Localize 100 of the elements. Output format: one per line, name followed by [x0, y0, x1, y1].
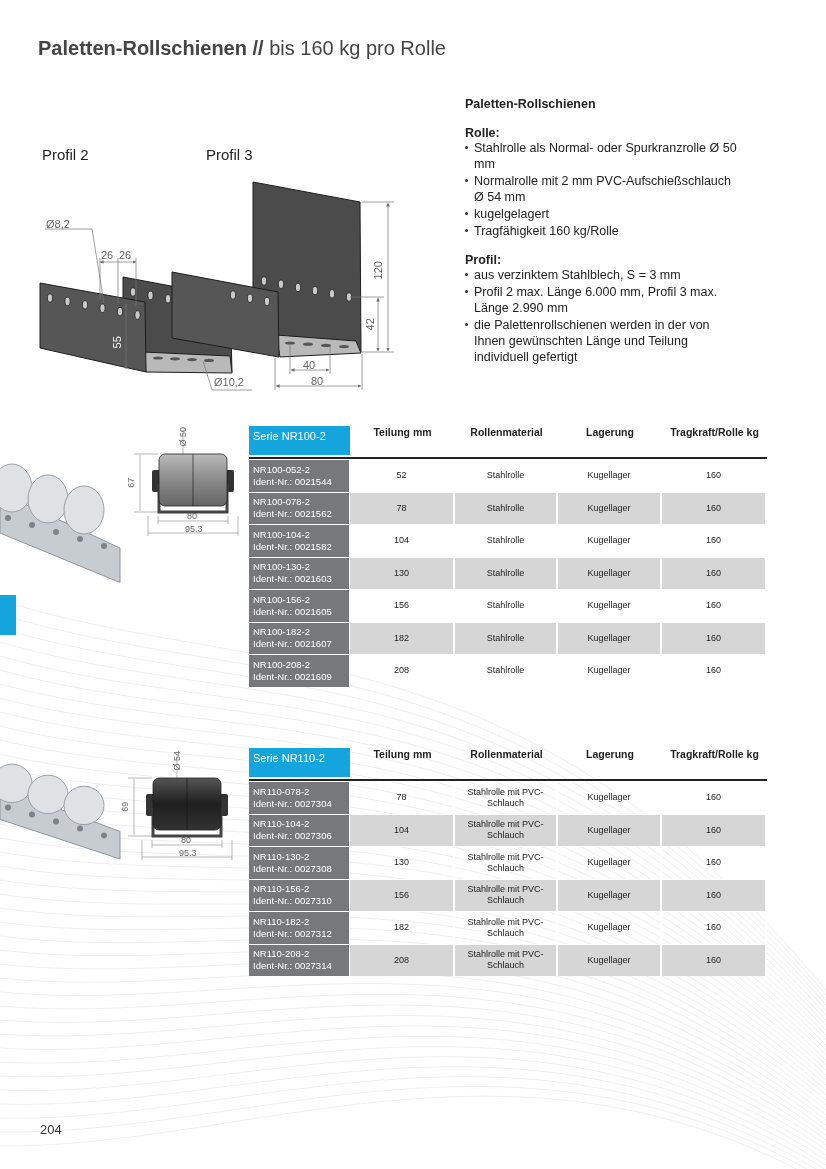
profile-label: Profil 2	[42, 145, 89, 165]
ident-number: Ident-Nr.: 0021582	[253, 540, 333, 553]
table-cell: 182	[350, 622, 455, 654]
table-cell: 104	[350, 814, 455, 846]
table-cell: 160	[662, 782, 767, 814]
ident-number: Ident-Nr.: 0021605	[253, 605, 333, 618]
article-number: NR110-104-2	[253, 818, 311, 831]
article-number: NR100-078-2	[253, 496, 312, 509]
ident-number: Ident-Nr.: 0021603	[253, 573, 333, 586]
bullet-text: die Palettenrollschienen werden in der von Ihnen gewünschten Länge und Teilung individuell gefertigt	[474, 317, 711, 365]
table-cell: 208	[350, 944, 455, 976]
column-header: Lagerung	[585, 748, 635, 762]
table-cell: 78	[350, 492, 455, 524]
dimension-label: Ø 50	[177, 427, 189, 447]
table-cell: Stahlrolle	[455, 525, 558, 557]
table-cell: 160	[662, 460, 767, 492]
table-cell: Stahlrolle mit PVC-Schlauch	[455, 782, 558, 814]
dimension-label: 80	[187, 510, 197, 523]
dimension-label: Ø8,2	[46, 217, 70, 232]
table-cell: Kugellager	[558, 782, 662, 814]
article-number: NR100-208-2	[253, 658, 312, 671]
table-cell: Kugellager	[558, 590, 662, 622]
column-header: Tragkraft/Rolle kg	[669, 748, 760, 762]
column-header: Rollenmaterial	[469, 426, 544, 440]
table-cell: Kugellager	[558, 912, 662, 944]
table-cell: Kugellager	[558, 557, 662, 589]
table-cell: 130	[350, 557, 455, 589]
ident-number: Ident-Nr.: 0027308	[253, 862, 333, 875]
dimension-label: Ø 54	[171, 751, 183, 771]
article-number: NR110-078-2	[253, 785, 311, 798]
bullet-text: Stahlrolle als Normal- oder Spurkranzrolle Ø 50 mm	[474, 140, 737, 172]
page-number: 204	[40, 1121, 62, 1139]
ident-number: Ident-Nr.: 0027312	[253, 927, 333, 940]
table-cell: 160	[662, 655, 767, 687]
dimension-label: 42	[362, 318, 377, 331]
dimension-label: Ø10,2	[214, 375, 244, 390]
ident-number: Ident-Nr.: 0027306	[253, 830, 333, 843]
spec-heading: Profil:	[465, 252, 502, 269]
ident-number: Ident-Nr.: 0027314	[253, 960, 333, 973]
table-cell: Kugellager	[558, 879, 662, 911]
table-cell: 156	[350, 879, 455, 911]
article-number: NR110-156-2	[253, 883, 311, 896]
ident-number: Ident-Nr.: 0021609	[253, 670, 333, 683]
article-number: NR110-182-2	[253, 915, 311, 928]
series-header: Serie NR110-2	[249, 748, 350, 777]
table-cell: 208	[350, 655, 455, 687]
ident-number: Ident-Nr.: 0027304	[253, 797, 333, 810]
table-cell: Kugellager	[558, 814, 662, 846]
table-cell: Stahlrolle	[455, 622, 558, 654]
table-cell: 160	[662, 525, 767, 557]
dimension-label: 40	[303, 358, 316, 373]
table-cell: 78	[350, 782, 455, 814]
table-cell: 160	[662, 492, 767, 524]
article-number: NR100-156-2	[253, 593, 312, 606]
dimension-label: 26	[101, 248, 114, 263]
table-cell: Stahlrolle	[455, 460, 558, 492]
series-header: Serie NR100-2	[249, 426, 350, 455]
table-cell: Kugellager	[558, 492, 662, 524]
dimension-label: 95.3	[185, 523, 203, 536]
table-cell: 160	[662, 944, 767, 976]
table-cell: Stahlrolle	[455, 655, 558, 687]
table-cell: 160	[662, 814, 767, 846]
article-number: NR100-104-2	[253, 528, 312, 541]
table-cell: 160	[662, 912, 767, 944]
dimension-label: 95.3	[179, 847, 197, 860]
table-cell: 182	[350, 912, 455, 944]
table-cell: 160	[662, 590, 767, 622]
table-cell: Stahlrolle mit PVC-Schlauch	[455, 944, 558, 976]
article-number: NR110-208-2	[253, 948, 311, 961]
dimension-label: 120	[370, 261, 385, 280]
table-cell: Stahlrolle	[455, 590, 558, 622]
dimension-label: 67	[125, 477, 138, 488]
bullet-text: Tragfähigkeit 160 kg/Rolle	[474, 223, 619, 239]
table-cell: Stahlrolle mit PVC-Schlauch	[455, 814, 558, 846]
table-cell: 52	[350, 460, 455, 492]
bullet-text: aus verzinktem Stahlblech, S = 3 mm	[474, 267, 681, 283]
article-number: NR110-130-2	[253, 850, 311, 863]
article-number: NR100-182-2	[253, 626, 312, 639]
table-cell: Stahlrolle	[455, 492, 558, 524]
ident-number: Ident-Nr.: 0021607	[253, 638, 333, 651]
table-cell: 160	[662, 847, 767, 879]
table-cell: Kugellager	[558, 622, 662, 654]
table-cell: 130	[350, 847, 455, 879]
column-header: Lagerung	[585, 426, 635, 440]
table-cell: Kugellager	[558, 847, 662, 879]
table-cell: 160	[662, 622, 767, 654]
profile-label: Profil 3	[206, 145, 253, 165]
table-cell: 156	[350, 590, 455, 622]
ident-number: Ident-Nr.: 0027310	[253, 895, 333, 908]
table-cell: 160	[662, 557, 767, 589]
dimension-label: 69	[119, 801, 132, 812]
ident-number: Ident-Nr.: 0021562	[253, 508, 333, 521]
column-header: Tragkraft/Rolle kg	[669, 426, 760, 440]
dimension-label: 80	[181, 834, 191, 847]
table-cell: Kugellager	[558, 944, 662, 976]
table-cell: Kugellager	[558, 525, 662, 557]
spec-heading: Paletten-Rollschienen	[465, 96, 596, 113]
table-cell: Stahlrolle mit PVC-Schlauch	[455, 847, 558, 879]
article-number: NR100-052-2	[253, 463, 312, 476]
table-cell: Kugellager	[558, 460, 662, 492]
